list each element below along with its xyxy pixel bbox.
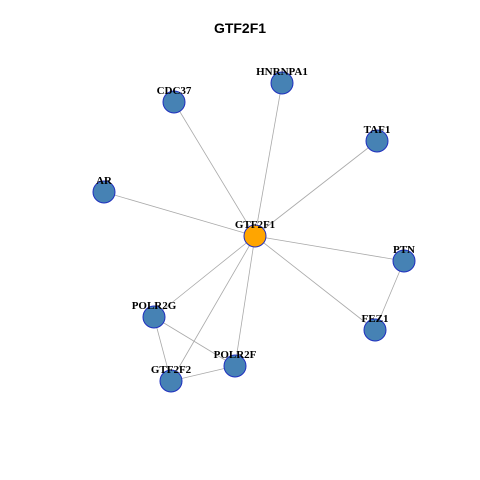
node-circle — [363, 318, 387, 342]
node-circle — [270, 71, 294, 95]
diagram-title: GTF2F1 — [213, 20, 267, 36]
edge-polr2g-polr2f — [153, 316, 236, 367]
node-ptn: PTN — [392, 244, 416, 273]
node-gtf2f1: GTF2F1 — [235, 219, 275, 248]
node-label: GTF2F2 — [151, 364, 192, 376]
node-polr2g: POLR2G — [132, 300, 177, 329]
node-label: FEZ1 — [362, 313, 389, 325]
node-polr2f: POLR2F — [214, 349, 257, 378]
node-cdc37: CDC37 — [157, 85, 192, 114]
node-circle — [142, 305, 166, 329]
edge-gtf2f1-taf1 — [254, 140, 378, 237]
node-circle — [159, 369, 183, 393]
node-circle — [92, 180, 116, 204]
node-label: POLR2F — [214, 349, 257, 361]
node-circle — [223, 354, 247, 378]
edge-gtf2f1-cdc37 — [173, 101, 256, 237]
edge-ptn-fez1 — [374, 260, 405, 331]
node-label: POLR2G — [132, 300, 177, 312]
node-label: HNRNPA1 — [256, 66, 308, 78]
edge-gtf2f1-polr2g — [153, 235, 256, 318]
edge-gtf2f1-ar — [103, 191, 256, 237]
edge-gtf2f1-ptn — [254, 235, 405, 262]
node-label: PTN — [393, 244, 415, 256]
node-ar: AR — [92, 175, 116, 204]
node-label: GTF2F1 — [235, 219, 275, 231]
edge-gtf2f1-hnrnpa1 — [254, 82, 283, 237]
node-circle — [162, 90, 186, 114]
node-label: TAF1 — [364, 124, 391, 136]
edge-gtf2f1-polr2f — [234, 235, 256, 367]
node-circle — [365, 129, 389, 153]
node-gtf2f2: GTF2F2 — [151, 364, 192, 393]
node-circle — [243, 224, 267, 248]
node-circle — [392, 249, 416, 273]
node-fez1: FEZ1 — [362, 313, 389, 342]
edge-gtf2f1-gtf2f2 — [170, 235, 256, 382]
node-hnrnpa1: HNRNPA1 — [256, 66, 308, 95]
node-label: AR — [96, 175, 113, 187]
node-taf1: TAF1 — [364, 124, 391, 153]
node-label: CDC37 — [157, 85, 192, 97]
edge-gtf2f1-fez1 — [254, 235, 376, 331]
